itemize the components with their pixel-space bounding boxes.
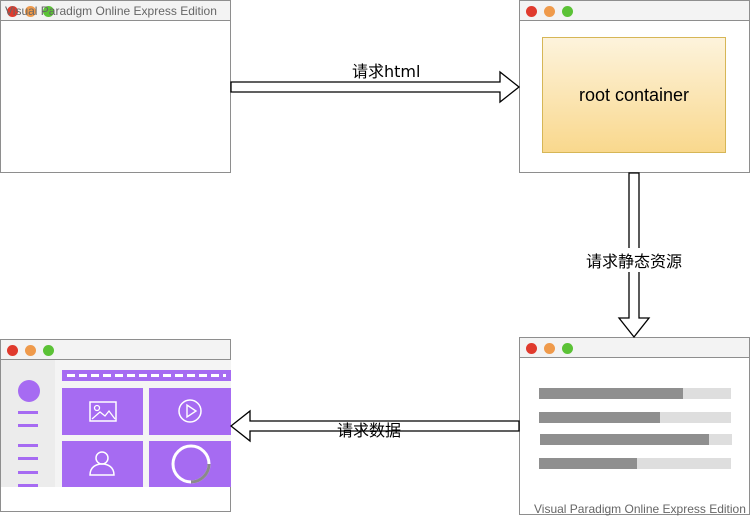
maximize-dot-icon bbox=[562, 343, 573, 354]
skeleton-bar-fill bbox=[540, 434, 709, 445]
skeleton-bar bbox=[539, 458, 731, 469]
label-request-data: 请求数据 bbox=[337, 421, 402, 440]
loading-ring-icon bbox=[171, 444, 211, 484]
close-dot-icon bbox=[526, 6, 537, 17]
window-titlebar bbox=[1, 340, 230, 360]
maximize-dot-icon bbox=[43, 345, 54, 356]
video-tile bbox=[149, 388, 231, 435]
image-tile bbox=[62, 388, 143, 435]
sidebar-menu-line bbox=[18, 424, 38, 427]
minimize-dot-icon bbox=[25, 345, 36, 356]
browser-window-initial: Visual Paradigm Online Express Edition bbox=[0, 0, 231, 173]
skeleton-bar-fill bbox=[539, 388, 683, 399]
browser-window-skeleton: Visual Paradigm Online Express Edition bbox=[519, 337, 750, 516]
sidebar-menu-line bbox=[18, 471, 38, 474]
app-sidebar bbox=[1, 360, 55, 487]
close-dot-icon bbox=[7, 6, 18, 17]
image-icon bbox=[89, 401, 117, 422]
browser-window-app bbox=[0, 339, 231, 512]
sidebar-menu-line bbox=[18, 457, 38, 460]
close-dot-icon bbox=[526, 343, 537, 354]
arrow-request-html bbox=[230, 70, 521, 104]
watermark-text: Visual Paradigm Online Express Edition bbox=[534, 502, 746, 516]
root-container-box: root container bbox=[542, 37, 726, 153]
close-dot-icon bbox=[7, 345, 18, 356]
minimize-dot-icon bbox=[25, 6, 36, 17]
root-container-label: root container bbox=[578, 84, 690, 105]
avatar bbox=[18, 380, 40, 402]
browser-window-root: root container bbox=[519, 0, 750, 173]
label-request-html: 请求html bbox=[352, 62, 421, 81]
window-titlebar bbox=[520, 338, 749, 358]
skeleton-bar bbox=[539, 388, 731, 399]
minimize-dot-icon bbox=[544, 6, 555, 17]
skeleton-bar bbox=[539, 412, 731, 423]
sidebar-menu-line bbox=[18, 411, 38, 414]
skeleton-bar bbox=[540, 434, 732, 445]
app-header-bar bbox=[62, 370, 231, 381]
sidebar-menu-line bbox=[18, 444, 38, 447]
watermark-text: Visual Paradigm Online Express Edition bbox=[5, 4, 217, 18]
user-icon bbox=[89, 451, 115, 476]
label-request-static: 请求静态资源 bbox=[586, 248, 683, 272]
maximize-dot-icon bbox=[43, 6, 54, 17]
sidebar-menu-line bbox=[18, 484, 38, 487]
skeleton-bar-fill bbox=[539, 458, 637, 469]
window-titlebar: Visual Paradigm Online Express Edition bbox=[1, 1, 230, 21]
play-icon bbox=[178, 399, 202, 423]
user-tile bbox=[62, 441, 143, 487]
window-titlebar bbox=[520, 1, 749, 21]
header-dash-line bbox=[67, 374, 226, 377]
skeleton-bar-fill bbox=[539, 412, 660, 423]
arrow-request-data bbox=[229, 409, 520, 443]
loading-tile bbox=[149, 441, 231, 487]
maximize-dot-icon bbox=[562, 6, 573, 17]
minimize-dot-icon bbox=[544, 343, 555, 354]
